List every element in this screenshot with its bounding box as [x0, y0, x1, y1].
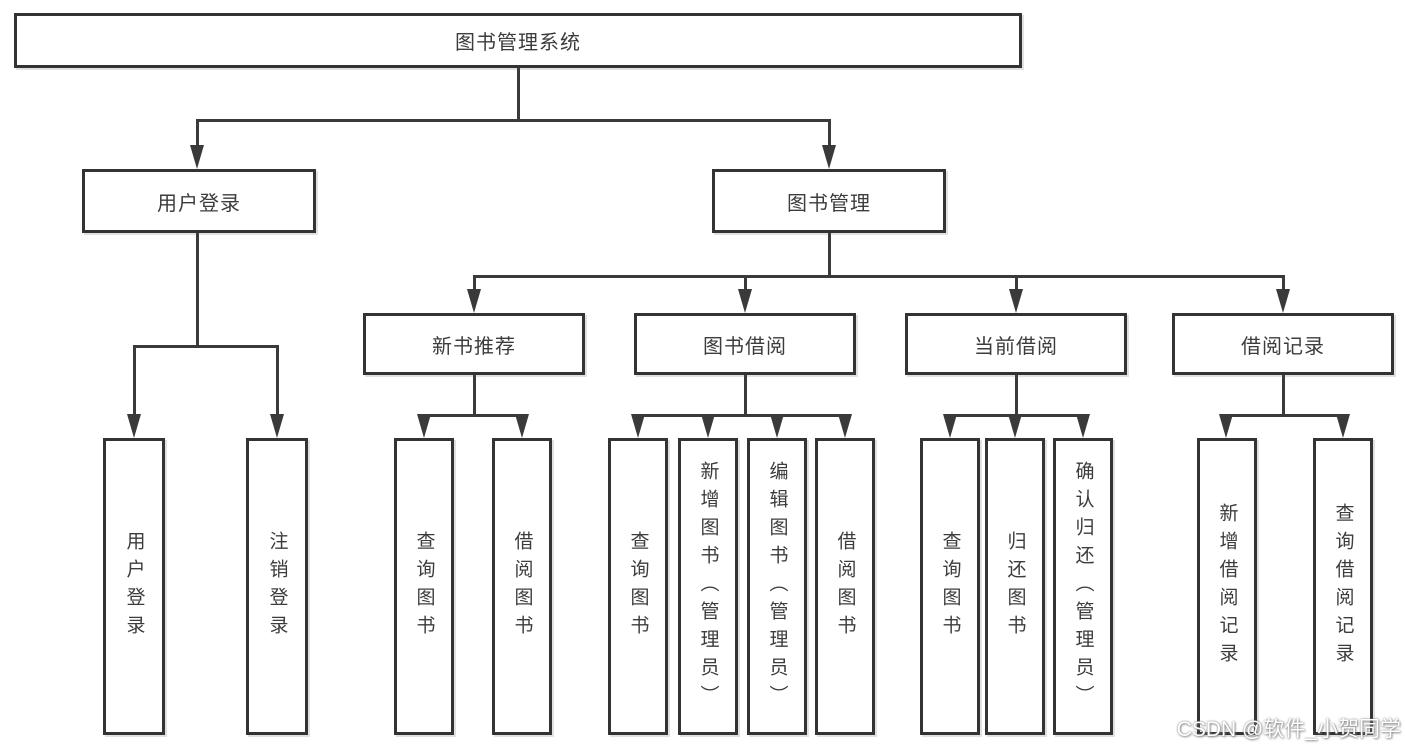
- leaf-label: 新增借阅记录: [1216, 502, 1238, 671]
- arrowhead-icon: [1008, 414, 1022, 438]
- arrowhead-icon: [838, 414, 852, 438]
- leaf-borrow-books-recommend: 借阅图书: [492, 438, 552, 735]
- connector-line: [472, 274, 1285, 278]
- connector-line: [1014, 375, 1018, 415]
- connector-line: [422, 413, 524, 417]
- arrowhead-icon: [190, 145, 204, 169]
- connector-line: [195, 120, 199, 149]
- leaf-edit-book-admin: 编辑图书（管理员）: [747, 438, 807, 735]
- leaf-label: 归还图书: [1004, 530, 1026, 643]
- leaf-borrow-books: 借阅图书: [815, 438, 875, 735]
- node-borrow-record: 借阅记录: [1172, 313, 1394, 375]
- arrowhead-icon: [1336, 414, 1350, 438]
- connector-line: [132, 344, 279, 348]
- leaf-label: 新增图书（管理员）: [697, 460, 719, 713]
- node-new-book-recommend: 新书推荐: [363, 313, 585, 375]
- leaf-user-login: 用户登录: [103, 438, 165, 735]
- leaf-label: 查询图书: [939, 530, 961, 643]
- arrowhead-icon: [270, 414, 284, 438]
- leaf-query-books-recommend: 查询图书: [394, 438, 454, 735]
- arrowhead-icon: [1076, 414, 1090, 438]
- connector-line: [195, 118, 831, 122]
- leaf-query-books-borrow: 查询图书: [608, 438, 668, 735]
- leaf-label: 借阅图书: [834, 530, 856, 643]
- connector-line: [636, 413, 847, 417]
- leaf-query-borrow-record: 查询借阅记录: [1313, 438, 1373, 735]
- leaf-return-books: 归还图书: [985, 438, 1045, 735]
- arrowhead-icon: [631, 414, 645, 438]
- leaf-label: 注销登录: [266, 530, 288, 643]
- connector-line: [1281, 375, 1285, 415]
- leaf-add-borrow-record: 新增借阅记录: [1197, 438, 1257, 735]
- leaf-label: 编辑图书（管理员）: [766, 460, 788, 713]
- leaf-label: 用户登录: [123, 530, 145, 643]
- connector-line: [743, 276, 747, 293]
- arrowhead-icon: [515, 414, 529, 438]
- node-book-management: 图书管理: [712, 169, 946, 233]
- arrowhead-icon: [770, 414, 784, 438]
- connector-line: [275, 346, 279, 418]
- leaf-label: 确认归还（管理员）: [1072, 460, 1094, 713]
- connector-line: [743, 375, 747, 415]
- csdn-watermark: CSDN @软件_小贺同学: [1176, 718, 1401, 741]
- leaf-label: 查询图书: [627, 530, 649, 643]
- arrowhead-icon: [417, 414, 431, 438]
- arrowhead-icon: [701, 414, 715, 438]
- arrowhead-icon: [127, 414, 141, 438]
- leaf-query-books-current: 查询图书: [920, 438, 980, 735]
- leaf-logout-login: 注销登录: [246, 438, 308, 735]
- leaf-label: 借阅图书: [511, 530, 533, 643]
- leaf-add-book-admin: 新增图书（管理员）: [678, 438, 738, 735]
- arrowhead-icon: [1009, 289, 1023, 313]
- node-current-borrow: 当前借阅: [905, 313, 1127, 375]
- node-library-management-system: 图书管理系统: [14, 13, 1022, 68]
- connector-line: [195, 233, 199, 346]
- arrowhead-icon: [822, 145, 836, 169]
- connector-line: [1014, 276, 1018, 293]
- connector-line: [132, 346, 136, 418]
- connector-line: [1224, 413, 1345, 417]
- connector-line: [472, 375, 476, 415]
- connector-line: [1281, 276, 1285, 293]
- arrowhead-icon: [1276, 289, 1290, 313]
- arrowhead-icon: [1219, 414, 1233, 438]
- leaf-label: 查询借阅记录: [1332, 502, 1354, 671]
- arrowhead-icon: [467, 289, 481, 313]
- connector-line: [516, 68, 520, 120]
- leaf-label: 查询图书: [413, 530, 435, 643]
- leaf-confirm-return-admin: 确认归还（管理员）: [1053, 438, 1113, 735]
- connector-line: [827, 233, 831, 276]
- connector-line: [472, 276, 476, 293]
- node-user-login: 用户登录: [82, 169, 316, 233]
- node-book-borrow: 图书借阅: [634, 313, 856, 375]
- arrowhead-icon: [738, 289, 752, 313]
- arrowhead-icon: [943, 414, 957, 438]
- connector-line: [827, 120, 831, 149]
